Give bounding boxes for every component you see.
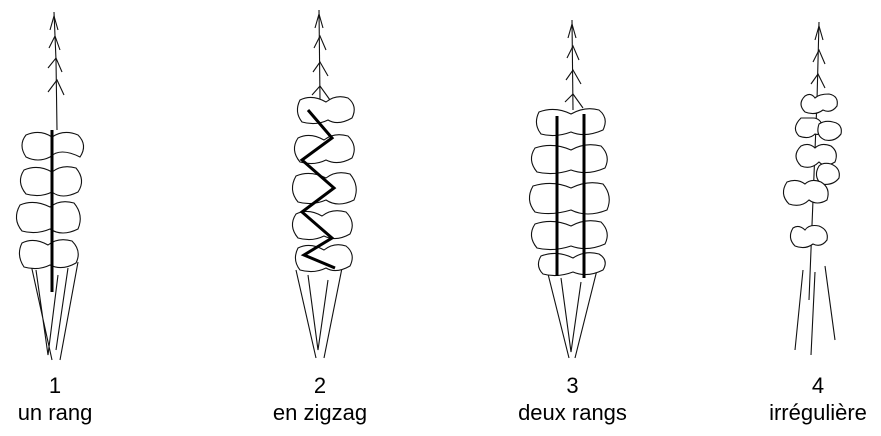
panel-label: irrégulière	[755, 399, 881, 426]
panel-label: en zigzag	[250, 399, 390, 426]
panel-number: 1	[0, 372, 110, 399]
panel-label: un rang	[0, 399, 110, 426]
panel-en-zigzag: 2 en zigzag	[250, 0, 390, 436]
panel-number: 3	[495, 372, 650, 399]
panel-irreguliere: 4 irrégulière	[755, 0, 881, 436]
caption: 3 deux rangs	[495, 372, 650, 426]
flowers-column	[292, 97, 356, 272]
panel-label: deux rangs	[495, 399, 650, 426]
flowers-column	[529, 109, 609, 276]
caption: 1 un rang	[0, 372, 110, 426]
caption: 2 en zigzag	[250, 372, 390, 426]
panel-number: 4	[755, 372, 881, 399]
gladiolus-zigzag-drawing	[250, 0, 390, 365]
caption: 4 irrégulière	[755, 372, 881, 426]
panel-deux-rangs: 3 deux rangs	[495, 0, 650, 436]
panel-un-rang: 1 un rang	[0, 0, 110, 436]
gladiolus-single-row-drawing	[0, 0, 110, 365]
gladiolus-two-rows-drawing	[495, 0, 650, 365]
flowers-column	[16, 132, 83, 268]
gladiolus-irregular-drawing	[755, 0, 881, 365]
panel-number: 2	[250, 372, 390, 399]
